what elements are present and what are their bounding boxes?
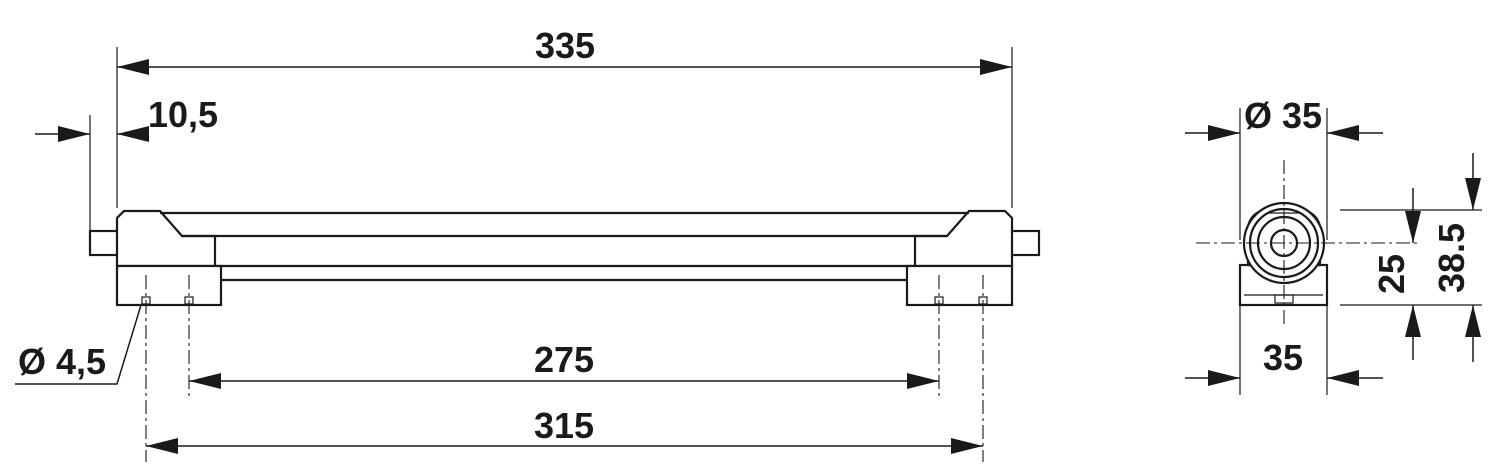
dimension-label-end-offset: 10,5 <box>148 94 218 135</box>
dimension-label-overall-length: 335 <box>535 25 595 66</box>
dimension-label-hole-spacing-outer: 315 <box>534 405 594 446</box>
dimension-hole-spacing-inner: 275 <box>189 339 939 389</box>
dimension-label-hole-diameter: Ø 4,5 <box>18 341 106 382</box>
dimension-axis-height: 25 <box>1371 188 1421 360</box>
dimension-hole-spacing-outer: 315 <box>146 405 983 454</box>
dimension-label-axis-height: 25 <box>1371 254 1412 294</box>
right-end-cap <box>1009 229 1041 257</box>
dimension-label-total-height: 38.5 <box>1431 223 1472 293</box>
left-bracket-housing <box>115 209 217 268</box>
dimension-total-height: 38.5 <box>1431 153 1481 362</box>
mounting-holes <box>141 296 988 305</box>
dimension-end-offset: 10,5 <box>35 94 218 142</box>
right-bracket-housing <box>913 209 1014 268</box>
dimension-label-bar-diameter: Ø 35 <box>1244 95 1322 136</box>
dimension-base-width: 35 <box>1185 337 1383 386</box>
right-base-block <box>905 264 1014 307</box>
dimension-label-base-width: 35 <box>1263 337 1303 378</box>
side-view: Ø 35 35 25 <box>1185 95 1482 395</box>
main-bar <box>160 211 969 282</box>
dimension-bar-diameter: Ø 35 <box>1185 95 1383 141</box>
left-end-cap <box>88 229 120 257</box>
dimension-overall-length: 335 <box>117 25 1012 75</box>
dimension-hole-diameter: Ø 4,5 <box>15 304 142 385</box>
front-view: 335 10,5 <box>15 25 1041 462</box>
left-base-block <box>115 264 223 307</box>
dimension-label-hole-spacing-inner: 275 <box>534 339 594 380</box>
